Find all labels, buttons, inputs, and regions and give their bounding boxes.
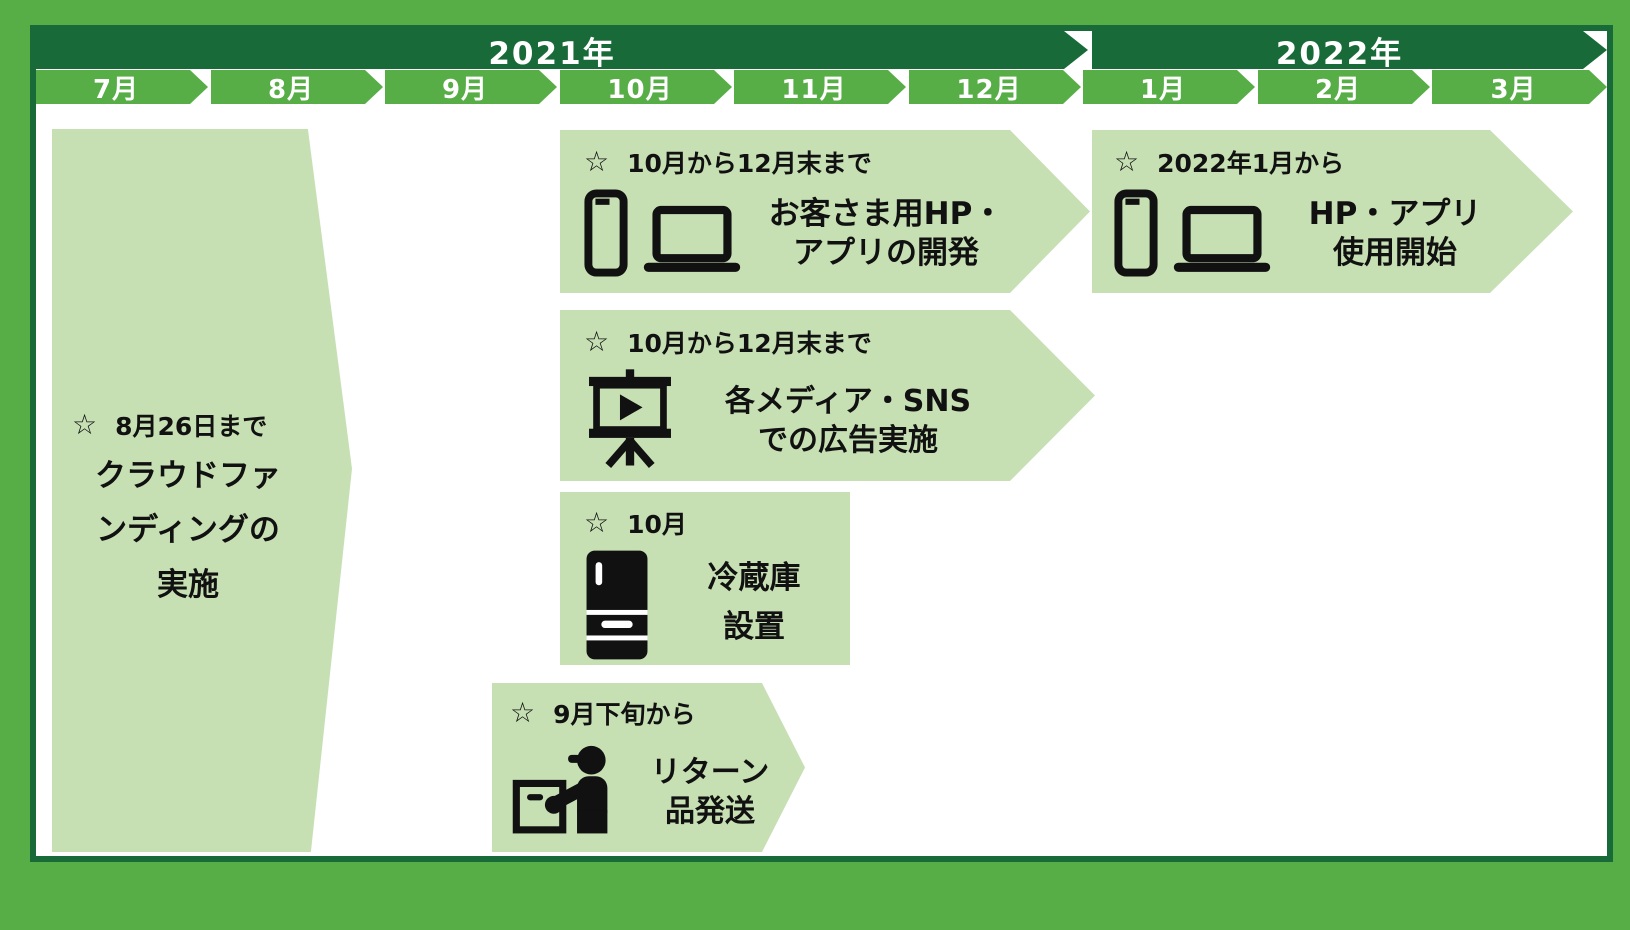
task-title: リターン 品発送 bbox=[634, 754, 786, 831]
task-bar-refrigerator-installation: ☆ 10月 冷蔵庫 設置 bbox=[560, 492, 850, 665]
task-body: お客さま用HP・ アプリの開発 bbox=[584, 188, 1090, 278]
task-title: HP・アプリ 使用開始 bbox=[1288, 195, 1502, 274]
task-date-line: ☆ 9月下旬から bbox=[510, 695, 805, 731]
task-title: 冷蔵庫 設置 bbox=[674, 554, 834, 653]
task-title-line1: 冷蔵庫 bbox=[707, 559, 801, 596]
task-title-line2: での広告実施 bbox=[758, 422, 938, 458]
month-chevron-sep: 9月 bbox=[385, 70, 557, 104]
task-date-line: ☆ 10月 bbox=[584, 505, 850, 541]
month-chevron-jul: 7月 bbox=[36, 70, 208, 104]
month-chevron-feb: 2月 bbox=[1258, 70, 1430, 104]
task-title-line2: ンディングの bbox=[96, 512, 280, 549]
task-date: 10月 bbox=[627, 510, 687, 539]
task-body: HP・アプリ 使用開始 bbox=[1114, 188, 1573, 278]
year-band-2022: 2022年 bbox=[1092, 31, 1607, 69]
task-title-line2: 使用開始 bbox=[1333, 235, 1457, 272]
task-bar-hp-app-launch: ☆ 2022年1月から HP・アプリ 使用開始 bbox=[1092, 130, 1573, 293]
star-icon: ☆ bbox=[72, 408, 98, 441]
year-label-2022: 2022年 bbox=[1275, 35, 1404, 72]
laptop-icon bbox=[642, 204, 742, 276]
month-label: 11月 bbox=[781, 74, 847, 105]
month-label: 10月 bbox=[607, 74, 673, 105]
task-title-line2: 品発送 bbox=[665, 793, 755, 829]
task-title-line1: お客さま用HP・ bbox=[768, 195, 1004, 232]
task-date-line: ☆ 2022年1月から bbox=[1114, 144, 1573, 180]
task-bar-return-item-shipping: ☆ 9月下旬から リターン 品発送 bbox=[492, 683, 805, 852]
task-bar-media-sns-ads: ☆ 10月から12月末まで 各メディア・SNS での広告実施 bbox=[560, 310, 1095, 481]
task-body: リターン 品発送 bbox=[510, 737, 805, 837]
task-title-line1: 各メディア・SNS bbox=[724, 384, 972, 420]
month-chevron-oct: 10月 bbox=[560, 70, 732, 104]
year-label-2021: 2021年 bbox=[488, 35, 616, 72]
smartphone-icon bbox=[584, 188, 628, 278]
month-label: 1月 bbox=[1139, 74, 1187, 105]
month-chevron-jan: 1月 bbox=[1083, 70, 1255, 104]
month-chevron-mar: 3月 bbox=[1432, 70, 1607, 104]
task-date: 2022年1月から bbox=[1157, 149, 1345, 178]
task-title-line2: 設置 bbox=[723, 609, 785, 646]
star-icon: ☆ bbox=[584, 325, 610, 358]
task-title-line2: アプリの開発 bbox=[793, 235, 979, 272]
month-chevron-nov: 11月 bbox=[734, 70, 906, 104]
task-body: 冷蔵庫 設置 bbox=[584, 549, 850, 661]
year-band-2021: 2021年 bbox=[36, 31, 1088, 69]
month-label: 9月 bbox=[441, 74, 489, 105]
month-chevron-aug: 8月 bbox=[211, 70, 383, 104]
task-date-line: ☆ 10月から12月末まで bbox=[584, 144, 1090, 180]
month-chevron-dec: 12月 bbox=[909, 70, 1081, 104]
month-label: 2月 bbox=[1314, 74, 1362, 105]
task-date: 8月26日まで bbox=[115, 412, 268, 441]
task-body: 各メディア・SNS での広告実施 bbox=[584, 366, 1095, 468]
month-label: 7月 bbox=[92, 74, 140, 105]
star-icon: ☆ bbox=[584, 145, 610, 178]
task-title: クラウドファ ンディングの 実施 bbox=[52, 449, 324, 612]
task-date-line: ☆ 8月26日まで bbox=[72, 407, 267, 443]
task-title-line1: HP・アプリ bbox=[1308, 195, 1482, 232]
task-date: 10月から12月末まで bbox=[627, 149, 872, 178]
task-title: 各メディア・SNS での広告実施 bbox=[698, 383, 998, 460]
month-label: 3月 bbox=[1490, 74, 1537, 105]
star-icon: ☆ bbox=[584, 506, 610, 539]
delivery-person-icon bbox=[510, 737, 628, 837]
task-title-line3: 実施 bbox=[157, 566, 219, 603]
task-title: お客さま用HP・ アプリの開発 bbox=[758, 195, 1014, 274]
task-date: 9月下旬から bbox=[553, 700, 696, 729]
presentation-screen-icon bbox=[584, 366, 676, 468]
star-icon: ☆ bbox=[1114, 145, 1140, 178]
smartphone-icon bbox=[1114, 188, 1158, 278]
task-title-line1: リターン bbox=[650, 755, 770, 791]
month-label: 8月 bbox=[267, 74, 315, 105]
task-bar-crowdfunding: ☆ 8月26日まで クラウドファ ンディングの 実施 bbox=[52, 129, 352, 852]
task-date-line: ☆ 10月から12月末まで bbox=[584, 324, 1095, 360]
month-label: 12月 bbox=[956, 74, 1022, 105]
task-date: 10月から12月末まで bbox=[627, 329, 872, 358]
laptop-icon bbox=[1172, 204, 1272, 276]
refrigerator-icon bbox=[584, 549, 650, 661]
task-title-line1: クラウドファ bbox=[95, 458, 281, 494]
star-icon: ☆ bbox=[510, 696, 536, 729]
task-bar-hp-app-development: ☆ 10月から12月末まで お客さま用HP・ アプリの開発 bbox=[560, 130, 1090, 293]
